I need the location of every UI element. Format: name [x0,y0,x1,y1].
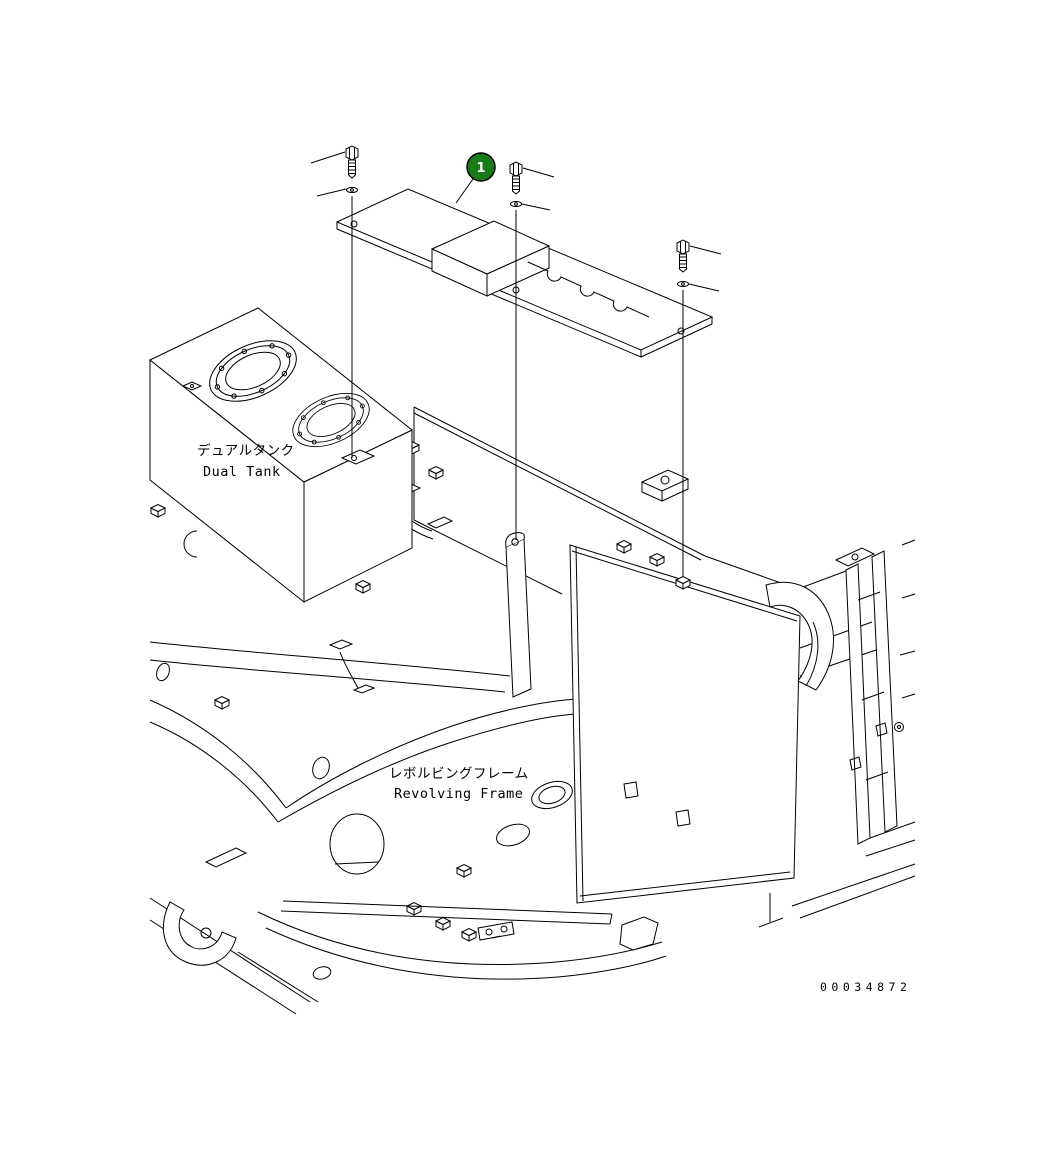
bolt-2-leaders [521,167,555,211]
washer-2 [510,200,522,208]
fasteners [310,145,722,590]
curved-duct [765,581,834,691]
cover-plate-hole [677,327,685,335]
floor-hole-large [329,813,385,875]
frame-rail [149,659,506,693]
cover-plate [335,188,714,358]
bolt-1 [310,145,359,458]
callout-number: 1 [476,161,485,176]
dual-tank-label: デュアルタンク Dual Tank [197,442,295,480]
bolt-2 [509,161,555,540]
revolving-frame-label-jp: レボルビングフレーム [389,766,529,782]
panel-face [569,544,801,904]
floor-openings [280,756,784,980]
left-details [150,504,230,710]
frame-left-edge [149,698,578,823]
mount-bracket [640,469,690,502]
revolving-frame [149,406,916,1015]
revolving-frame-label: レボルビングフレーム Revolving Frame [389,766,529,802]
frame-bottom-edge [149,897,667,1015]
bolt-1-leaders [310,151,347,197]
dual-tank [149,307,413,604]
revolving-frame-label-en: Revolving Frame [394,786,523,802]
callout-1-balloon[interactable]: 1 [455,152,496,204]
dual-tank-label-en: Dual Tank [203,464,281,480]
part-number: 00034872 [820,980,911,994]
callout-leader [455,178,474,204]
bolt-3 [675,239,722,590]
frame-rail [149,641,511,677]
cover-plate-box-right [486,245,550,297]
callout-circle[interactable] [466,152,496,182]
frame-panel [569,540,877,904]
washer-1 [346,186,358,194]
cover-plate-scallops [527,261,650,318]
tank-corner-pad [340,449,376,465]
bolt-3-leaders [688,245,722,292]
right-frame [791,539,916,919]
track-frame-bracket [162,847,248,966]
washer-3 [677,280,689,288]
support-post [505,532,532,698]
dual-tank-label-jp: デュアルタンク [197,442,295,459]
tank-top-face [149,307,413,483]
cover-plate-hole [350,220,358,228]
